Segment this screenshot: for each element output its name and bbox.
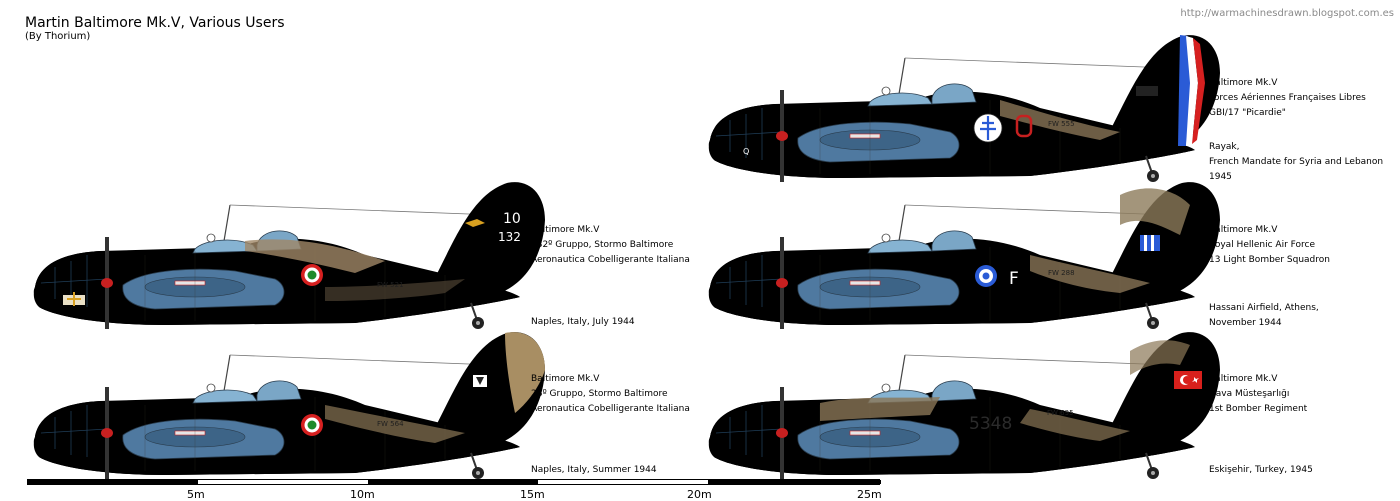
serial-label: FW 695 <box>1047 409 1074 417</box>
caption-italian-132: Baltimore Mk.V 132º Gruppo, Stormo Balti… <box>531 223 690 268</box>
scale-tick-label: 10m <box>350 488 375 501</box>
caption-line: Hava Müsteşarlığı <box>1209 389 1290 399</box>
location-turkish: Eskişehir, Turkey, 1945 <box>1209 463 1313 478</box>
location-line: 1945 <box>1209 172 1232 182</box>
caption-line: Baltimore Mk.V <box>531 374 600 384</box>
caption-line: Aeronautica Cobelligerante Italiana <box>531 404 690 414</box>
aircraft-french-side-view: .f1 .fin{fill:#6a5a44;stroke:#2f2a22;str… <box>707 34 1221 184</box>
caption-line: GBI/17 "Picardie" <box>1209 108 1286 118</box>
caption-line: Baltimore Mk.V <box>531 225 600 235</box>
location-italian-28: Naples, Italy, Summer 1944 <box>531 463 657 478</box>
location-line: Rayak, <box>1209 142 1240 152</box>
fuselage-code-label: 5348 <box>969 414 1012 434</box>
scale-bar <box>27 479 881 485</box>
location-italian-132: Naples, Italy, July 1944 <box>531 315 635 330</box>
fin-code-1: 10 <box>503 211 521 227</box>
scale-segment <box>538 480 708 484</box>
caption-line: 1st Bomber Regiment <box>1209 404 1308 414</box>
aircraft-turkish-side-view: .f5 .fin{fill:#c9ad7f;stroke:#2f2a22;str… <box>707 331 1221 480</box>
scale-segment <box>28 480 198 484</box>
caption-line: Aeronautica Cobelligerante Italiana <box>531 255 690 265</box>
location-line: French Mandate for Syria and Lebanon <box>1209 157 1384 167</box>
author-credit: (By Thorium) <box>25 31 91 42</box>
serial-label: FW 564 <box>377 420 404 428</box>
location-line: Eskişehir, Turkey, 1945 <box>1209 465 1313 475</box>
fuselage-code-label: F <box>1009 269 1019 289</box>
location-line: Naples, Italy, Summer 1944 <box>531 465 657 475</box>
scale-tick-label: 5m <box>187 488 205 501</box>
caption-greek: Baltimore Mk.V Royal Hellenic Air Force … <box>1209 223 1330 268</box>
location-french: Rayak, French Mandate for Syria and Leba… <box>1209 140 1383 185</box>
scale-segment <box>198 480 368 484</box>
caption-line: Baltimore Mk.V <box>1209 78 1278 88</box>
caption-italian-28: Baltimore Mk.V 28º Gruppo, Stormo Baltim… <box>531 372 690 417</box>
scale-segment <box>368 480 538 484</box>
caption-line: 132º Gruppo, Stormo Baltimore <box>531 240 674 250</box>
location-line: Naples, Italy, July 1944 <box>531 317 635 327</box>
serial-label: FW 555 <box>1048 120 1075 128</box>
serial-label: FW 288 <box>1048 269 1075 277</box>
source-url: http://warmachinesdrawn.blogspot.com.es <box>1180 8 1394 19</box>
scale-tick-label: 20m <box>687 488 712 501</box>
aircraft-greek-side-view: .f3 .fin{fill:#5f5a3c;stroke:#2f2a22;str… <box>707 181 1221 330</box>
page-title: Martin Baltimore Mk.V, Various Users <box>25 15 285 31</box>
serial-label: FW 521 <box>377 281 404 289</box>
nose-code-label: Q <box>743 147 749 156</box>
fin-code-2: 132 <box>498 230 521 244</box>
caption-turkish: Baltimore Mk.V Hava Müsteşarlığı 1st Bom… <box>1209 372 1307 417</box>
caption-line: Baltimore Mk.V <box>1209 225 1278 235</box>
caption-line: 28º Gruppo, Stormo Baltimore <box>531 389 668 399</box>
location-greek: Hassani Airfield, Athens, November 1944 <box>1209 301 1319 331</box>
location-line: November 1944 <box>1209 318 1282 328</box>
scale-tick-label: 25m <box>857 488 882 501</box>
scale-segment <box>708 480 881 484</box>
caption-line: Forces Aériennes Françaises Libres <box>1209 93 1366 103</box>
caption-line: Royal Hellenic Air Force <box>1209 240 1315 250</box>
caption-line: Baltimore Mk.V <box>1209 374 1278 384</box>
aircraft-italian-28-side-view: .f4 .fin{fill:#5a4c3a;stroke:#2f2a22;str… <box>32 331 547 480</box>
location-line: Hassani Airfield, Athens, <box>1209 303 1319 313</box>
caption-line: 13 Light Bomber Squadron <box>1209 255 1330 265</box>
scale-tick-label: 15m <box>520 488 545 501</box>
aircraft-italian-132-side-view: .f2 .fin{fill:#6f5f48;stroke:#2f2a22;str… <box>32 181 547 330</box>
caption-french: Baltimore Mk.V Forces Aériennes Français… <box>1209 76 1366 121</box>
